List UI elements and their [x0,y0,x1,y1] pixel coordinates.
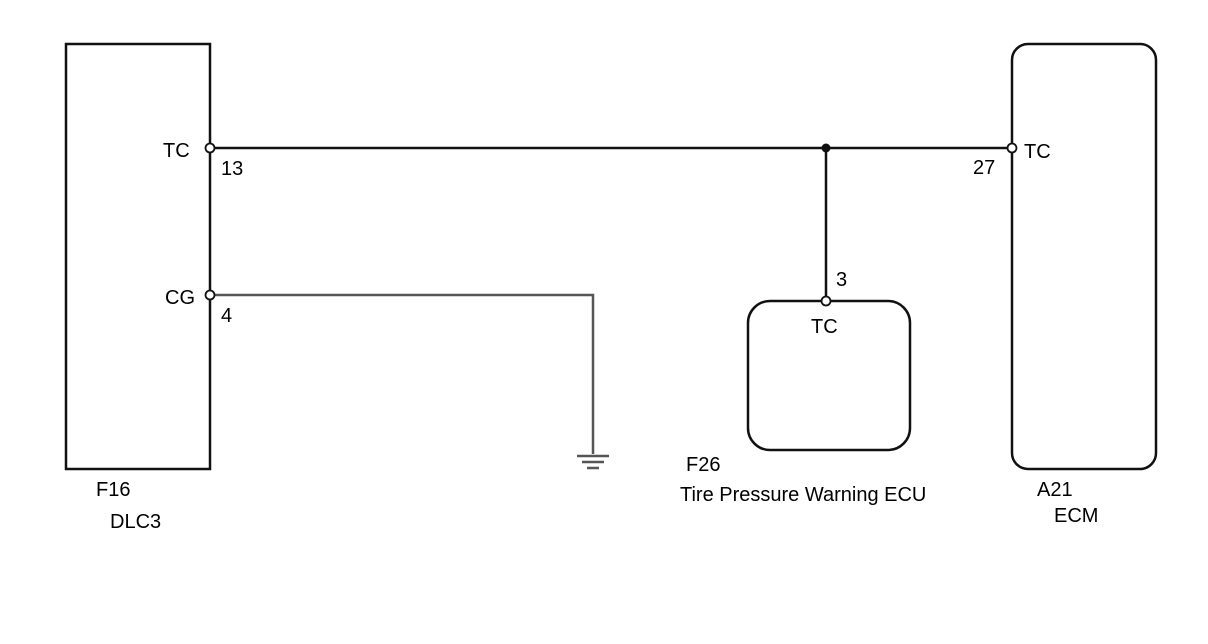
tpw-ecu-pin-tc-name: TC [811,316,838,338]
dlc3-component: F16 DLC3 TC 13 CG 4 [64,42,243,533]
tpw-ecu-tc-terminal [820,295,832,307]
ecm-component: A21 ECM TC 27 [973,42,1158,527]
dlc3-pin-cg-number: 4 [221,305,232,327]
tpw-ecu-pin-tc-number: 3 [836,269,847,291]
pin-terminals [204,142,1018,307]
ecm-name-label: ECM [1054,505,1098,527]
tc-junction-dot [821,143,831,153]
ecm-pin-tc-number: 27 [973,157,995,179]
dlc3-pin-tc-name: TC [163,140,190,162]
ecm-tc-terminal [1006,142,1018,154]
ecm-code-label: A21 [1037,479,1073,501]
dlc3-pin-cg-name: CG [165,287,195,309]
cg-ground-wire [214,293,595,454]
tpw-ecu-component: F26 Tire Pressure Warning ECU TC 3 [680,269,926,506]
dlc3-pin-tc-number: 13 [221,158,243,180]
ecm-box [1010,42,1158,471]
wires [214,146,1008,454]
dlc3-tc-terminal [204,142,216,154]
ground-symbol-icon [577,454,609,470]
dlc3-box [64,42,212,471]
dlc3-code-label: F16 [96,479,130,501]
dlc3-name-label: DLC3 [110,511,161,533]
dlc3-cg-terminal [204,289,216,301]
tpw-ecu-code-label: F26 [686,454,720,476]
ecm-pin-tc-name: TC [1024,141,1051,163]
tpw-ecu-name-label: Tire Pressure Warning ECU [680,484,926,506]
